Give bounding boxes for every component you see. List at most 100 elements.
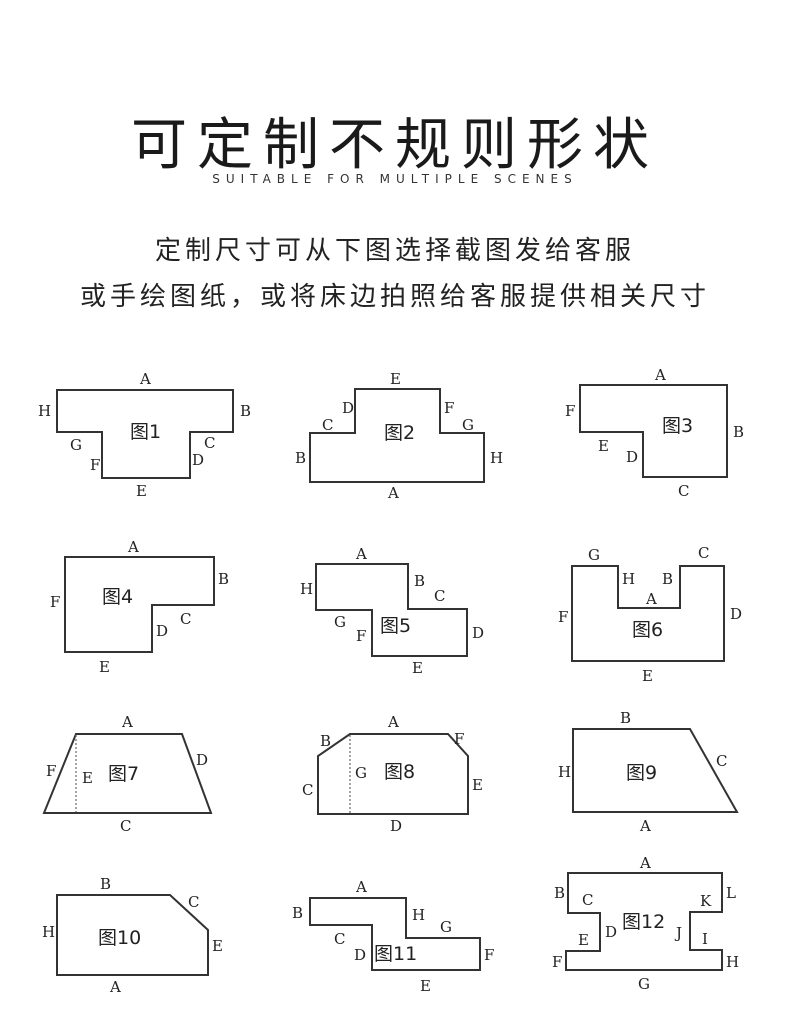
shape-11-label: G — [440, 918, 452, 936]
shape-2-caption: 图2 — [384, 422, 415, 444]
shape-12-label: J — [674, 924, 682, 942]
shape-3-outline — [579, 384, 728, 478]
shape-5-label: D — [472, 624, 484, 642]
shape-8-label: F — [454, 730, 464, 748]
shape-9-label: B — [620, 709, 631, 727]
shape-1-label: C — [204, 434, 215, 452]
shape-diagram-4: 图4 A B F C D E — [50, 538, 229, 676]
shape-4-label: C — [180, 610, 191, 628]
shape-5-label: F — [356, 627, 366, 645]
shape-5-label: B — [414, 572, 425, 590]
shape-12-label: L — [726, 884, 736, 902]
shape-6-outline — [571, 565, 725, 662]
shape-6-label: D — [730, 605, 742, 623]
shape-2-label: E — [390, 370, 401, 388]
page-subtitle: SUITABLE FOR MULTIPLE SCENES — [212, 172, 578, 186]
shape-12-caption: 图12 — [622, 911, 665, 933]
shape-1-label: A — [139, 370, 151, 388]
shape-6-label: F — [558, 608, 568, 626]
shape-diagram-10: 图10 B C H E A — [42, 875, 223, 996]
shape-5-label: E — [412, 659, 423, 677]
shape-3-label: C — [678, 482, 689, 500]
shape-5-label: A — [355, 545, 367, 563]
shape-4-label: E — [99, 658, 110, 676]
shape-11-label: F — [484, 946, 494, 964]
shape-5-label: G — [334, 613, 346, 631]
shape-5-label: C — [434, 587, 445, 605]
shape-12-label: I — [702, 930, 708, 948]
shape-11-label: B — [292, 904, 303, 922]
shape-diagram-12: 图12 A B C K L E D J I F H G — [552, 854, 739, 993]
shape-7-label: A — [121, 713, 133, 731]
shape-1-label: G — [70, 436, 82, 454]
shape-10-caption: 图10 — [98, 927, 141, 949]
shape-diagram-9: 图9 B H C A — [558, 709, 739, 835]
shape-1-label: E — [136, 482, 147, 500]
shape-12-outline — [565, 872, 723, 971]
page-title: 可定制不规则形状 — [131, 113, 659, 178]
shape-1-outline — [56, 389, 234, 479]
shape-diagram-8: 图8 A B F G C E D — [302, 713, 483, 835]
shape-6-label: G — [588, 546, 600, 564]
shape-9-outline — [572, 728, 739, 813]
shape-12-label: A — [639, 854, 651, 872]
shape-8-label: E — [472, 776, 483, 794]
shape-4-label: A — [127, 538, 139, 556]
shape-1-label: F — [90, 456, 100, 474]
shape-7-label: D — [196, 751, 208, 769]
shape-9-label: C — [716, 752, 727, 770]
shape-8-caption: 图8 — [384, 761, 415, 783]
shape-3-label: D — [626, 448, 638, 466]
shape-2-label: A — [387, 484, 399, 502]
intro-line-2: 或手绘图纸，或将床边拍照给客服提供相关尺寸 — [79, 282, 710, 312]
shape-8-label: D — [390, 817, 402, 835]
shape-11-label: H — [412, 906, 425, 924]
shape-8-label: G — [355, 764, 367, 782]
shape-10-label: C — [188, 893, 199, 911]
shape-10-label: E — [212, 937, 223, 955]
shape-11-label: C — [334, 930, 345, 948]
shape-8-label: C — [302, 781, 313, 799]
shape-2-label: D — [342, 399, 354, 417]
shape-diagram-2: 图2 E D C F G B H A — [295, 370, 503, 502]
shape-9-label: H — [558, 763, 571, 781]
shape-9-label: A — [639, 817, 651, 835]
shape-diagram-7: 图7 A F E D C — [42, 713, 213, 835]
shape-1-label: B — [240, 402, 251, 420]
shape-7-caption: 图7 — [108, 763, 139, 785]
shape-12-label: G — [638, 975, 650, 993]
shape-8-outline — [317, 733, 469, 815]
shape-3-caption: 图3 — [662, 415, 693, 437]
shape-3-label: E — [598, 437, 609, 455]
shape-2-label: G — [462, 416, 474, 434]
shape-6-label: E — [642, 667, 653, 685]
shape-12-label: F — [552, 953, 562, 971]
shape-2-label: C — [322, 416, 333, 434]
shape-5-caption: 图5 — [380, 615, 411, 637]
header: 可定制不规则形状 SUITABLE FOR MULTIPLE SCENES — [0, 0, 790, 210]
shape-7-label: F — [46, 762, 56, 780]
shape-6-label: H — [622, 570, 635, 588]
shape-7-label: C — [120, 817, 131, 835]
shape-10-label: A — [109, 978, 121, 996]
shape-11-caption: 图11 — [374, 943, 417, 965]
shape-4-outline — [64, 556, 215, 653]
shape-8-label: A — [387, 713, 399, 731]
shape-12-label: H — [726, 953, 739, 971]
shape-1-label: H — [38, 402, 51, 420]
shape-3-label: F — [565, 402, 575, 420]
shape-1-label: D — [192, 451, 204, 469]
shape-12-label: B — [554, 884, 565, 902]
shape-2-label: H — [490, 449, 503, 467]
shape-3-label: A — [654, 366, 666, 384]
shape-11-label: A — [355, 878, 367, 896]
intro-line-1: 定制尺寸可从下图选择截图发给客服 — [154, 236, 635, 266]
shape-12-label: E — [578, 931, 589, 949]
shape-6-label: C — [698, 544, 709, 562]
shape-10-outline — [56, 894, 209, 976]
shape-12-label: K — [700, 892, 712, 910]
shape-diagram-11: 图11 A B H G C D F E — [292, 878, 494, 995]
shape-10-label: B — [100, 875, 111, 893]
shape-2-label: F — [444, 399, 454, 417]
